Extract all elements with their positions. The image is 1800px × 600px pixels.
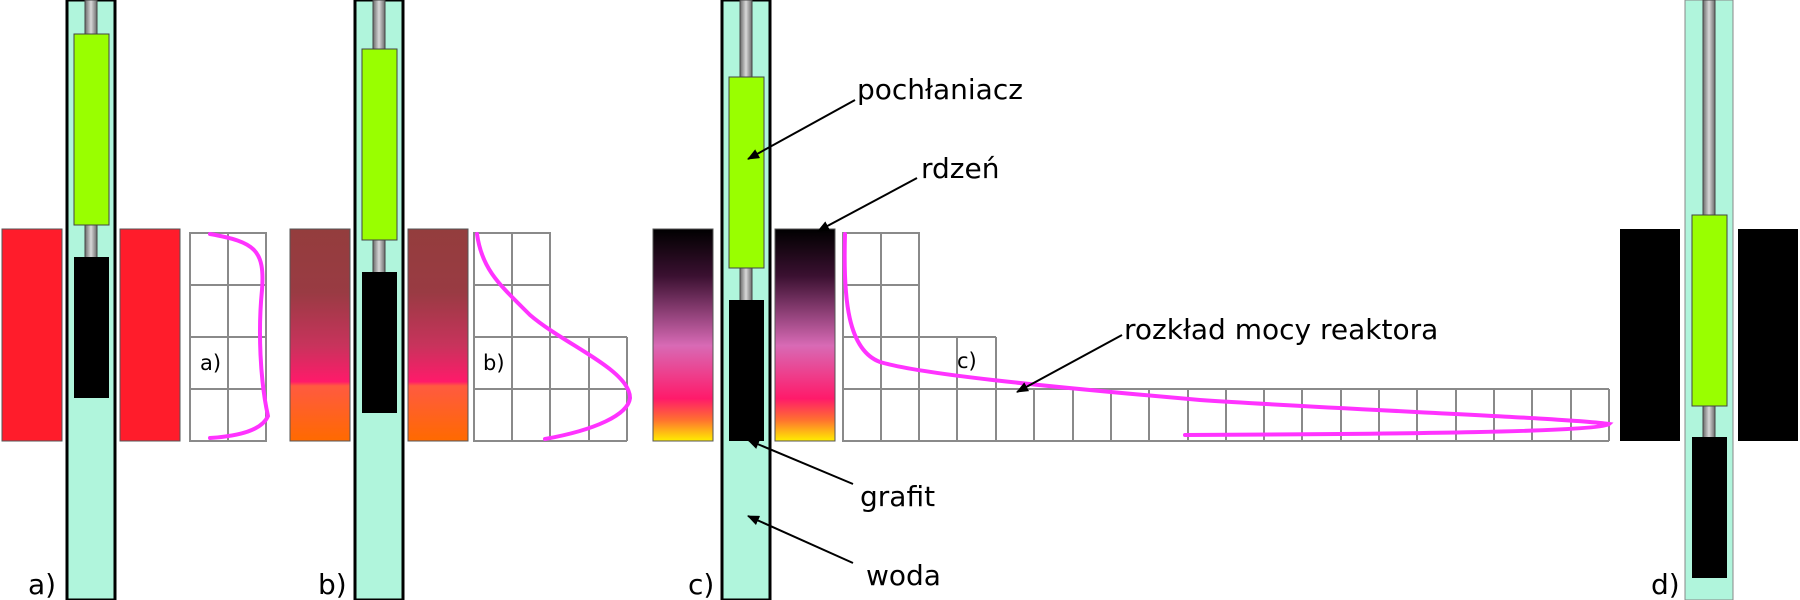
power-curve (842, 232, 1614, 437)
power-distribution-label: rozkład mocy reaktora (1124, 313, 1438, 346)
panel-label: d) (1651, 568, 1680, 600)
panel-d: d) (1620, 0, 1798, 600)
core-block-left (1, 228, 63, 442)
core-block-left (652, 228, 714, 442)
panel-label: c) (688, 568, 714, 600)
core-block-right (119, 228, 181, 442)
absorber-section (361, 48, 398, 241)
power-grid (189, 232, 267, 442)
power-distribution-arrow (1016, 334, 1123, 393)
graphite-label: grafit (860, 480, 935, 513)
core-block-right (774, 228, 836, 442)
power-curve (475, 232, 633, 441)
panel-c: c) c) (652, 0, 1614, 600)
power-grid (473, 232, 628, 442)
grid-label: b) (483, 351, 505, 375)
water-label: woda (866, 559, 941, 592)
grid-label: a) (200, 351, 221, 375)
graphite-displacer (74, 257, 109, 398)
power-grid (842, 232, 1610, 442)
core-label: rdzeń (921, 152, 999, 185)
water-arrow (747, 515, 854, 564)
graphite-displacer (362, 272, 397, 413)
panel-label: b) (318, 568, 347, 600)
core-block-right (1738, 229, 1798, 441)
absorber-section (73, 33, 110, 226)
core-block-right (407, 228, 469, 442)
graphite-displacer (1692, 437, 1727, 578)
grid-label: c) (957, 349, 977, 373)
graphite-arrow (747, 439, 854, 485)
power-curve (208, 232, 271, 440)
annotations: pochłaniacz rdzeń rozkład mocy reaktora … (747, 73, 1438, 592)
panel-label: a) (28, 568, 56, 600)
absorber-label: pochłaniacz (857, 73, 1023, 106)
core-block-left (289, 228, 351, 442)
panel-a: a) a) (1, 0, 271, 600)
graphite-displacer (729, 300, 764, 441)
absorber-arrow (747, 99, 856, 160)
core-arrow (817, 177, 918, 232)
panel-b: b) b) (289, 0, 633, 600)
core-block-left (1620, 229, 1680, 441)
absorber-section (728, 76, 765, 269)
absorber-section (1691, 214, 1728, 407)
